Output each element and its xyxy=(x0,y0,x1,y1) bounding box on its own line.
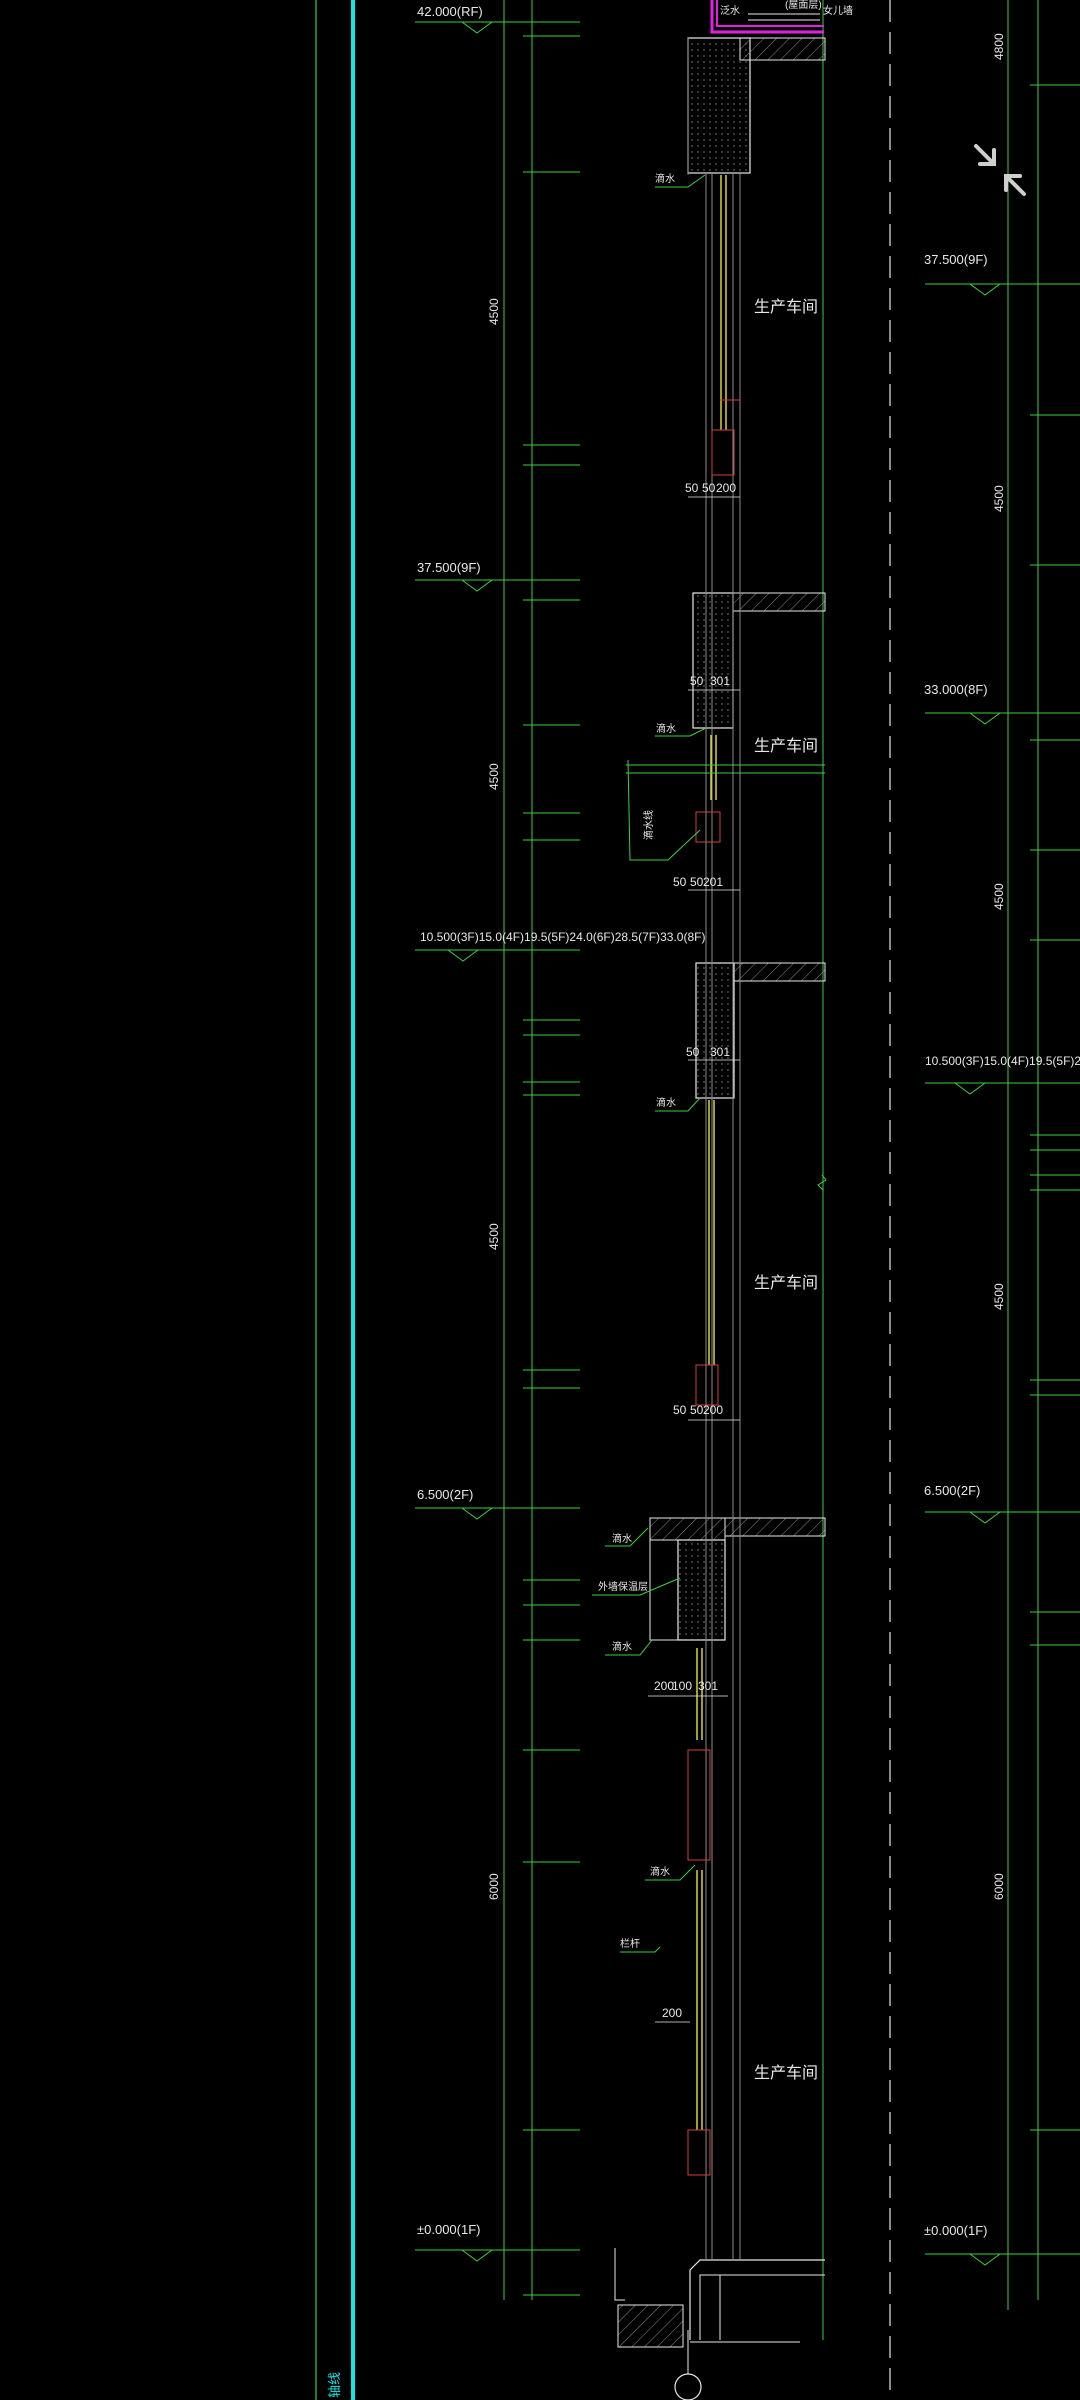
ground-slab xyxy=(614,2248,825,2400)
dim-left-3: 4500 xyxy=(487,1223,501,1250)
note-drip-3: 滴水 xyxy=(656,1096,676,1109)
note-rail: 栏杆 xyxy=(620,1937,640,1950)
level-2f-left: 6.500(2F) xyxy=(417,1487,473,1502)
detail-dim-5: 301 xyxy=(710,674,730,688)
note-drip-4: 滴水 xyxy=(612,1532,632,1545)
dim-left-2: 4500 xyxy=(487,763,501,790)
left-level-markers xyxy=(415,21,580,2262)
room-label-3: 生产车间 xyxy=(754,1274,818,1292)
left-tick-lines xyxy=(523,35,580,2296)
floor-slab-8f xyxy=(695,962,826,1099)
detail-dim-1: 50 xyxy=(685,481,699,495)
window-frames xyxy=(687,399,740,2176)
detail-dim-8: 201 xyxy=(703,875,723,889)
level-1f-left: ±0.000(1F) xyxy=(417,2222,481,2237)
detail-dims: 50 50 200 50 301 50 50 201 50 301 50 50 … xyxy=(654,481,736,2020)
detail-dim-6: 50 xyxy=(673,875,687,889)
level-9f-left: 37.500(9F) xyxy=(417,560,481,575)
level-3f-left: 10.500(3F)15.0(4F)19.5(5F)24.0(6F)28.5(7… xyxy=(420,930,705,944)
dim-right-5: 6000 xyxy=(992,1873,1006,1900)
leader-lines xyxy=(592,174,825,1953)
detail-dim-3: 200 xyxy=(716,481,736,495)
detail-dim-7: 50 xyxy=(690,875,704,889)
detail-dim-12: 50 xyxy=(690,1403,704,1417)
note-mark: 滴水线 xyxy=(642,810,655,840)
room-label-1: 生产车间 xyxy=(754,298,818,316)
dim-left-1: 4500 xyxy=(487,298,501,325)
floor-slab-9f xyxy=(692,592,826,729)
level-2f-right: 6.500(2F) xyxy=(924,1483,980,1498)
dim-right-2: 4500 xyxy=(992,485,1006,512)
level-1f-right: ±0.000(1F) xyxy=(924,2223,988,2238)
level-8f-right: 33.000(8F) xyxy=(924,682,988,697)
detail-dim-11: 50 xyxy=(673,1403,687,1417)
level-rf-left: 42.000(RF) xyxy=(417,4,483,19)
detail-dim-13: 200 xyxy=(703,1403,723,1417)
detail-dim-9: 50 xyxy=(686,1045,700,1059)
detail-dim-16: 301 xyxy=(698,1679,718,1693)
note-parapet: 女儿墙 xyxy=(823,4,853,17)
detail-dim-15: 100 xyxy=(672,1679,692,1693)
roof-slab xyxy=(687,0,826,175)
detail-dim-14: 200 xyxy=(654,1679,674,1693)
right-tick-lines xyxy=(1030,84,1080,2131)
note-drip-1: 滴水 xyxy=(655,172,675,185)
glazing-lines xyxy=(696,175,727,2130)
room-label-4: 生产车间 xyxy=(754,2064,818,2082)
dim-right-3: 4500 xyxy=(992,883,1006,910)
note-drip-2: 滴水 xyxy=(656,722,676,735)
break-line xyxy=(817,1174,827,1191)
detail-dim-10: 301 xyxy=(710,1045,730,1059)
detail-dim-2: 50 xyxy=(702,481,716,495)
room-label-2: 生产车间 xyxy=(754,737,818,755)
floor-slab-2f xyxy=(649,1517,826,1641)
note-drip-5: 滴水 xyxy=(612,1640,632,1653)
axis-label: 轴线 xyxy=(327,2372,342,2398)
dim-right-4: 4500 xyxy=(992,1283,1006,1310)
wall-faces xyxy=(705,172,741,2260)
collapse-arrows-icon[interactable] xyxy=(970,140,1030,200)
note-roof: (屋面层) xyxy=(785,0,822,11)
dim-left-4: 6000 xyxy=(487,1873,501,1900)
level-3f-right: 10.500(3F)15.0(4F)19.5(5F)24.0(6F)2 xyxy=(925,1054,1080,1068)
detail-dim-ticks xyxy=(648,496,740,2023)
note-drip-6: 滴水 xyxy=(650,1865,670,1878)
note-wall: 外墙保温层 xyxy=(598,1580,648,1593)
level-9f-right: 37.500(9F) xyxy=(924,252,988,267)
right-level-markers xyxy=(925,283,1080,2266)
detail-dim-4: 50 xyxy=(690,674,704,688)
dim-right-1: 4800 xyxy=(992,33,1006,60)
detail-dim-17: 200 xyxy=(662,2006,682,2020)
note-flash: 泛水 xyxy=(720,5,740,17)
annotation-notes: 滴水 滴水 滴水 滴水 外墙保温层 滴水 滴水 栏杆 (屋面层) 女儿墙 滴水线… xyxy=(598,0,853,1950)
